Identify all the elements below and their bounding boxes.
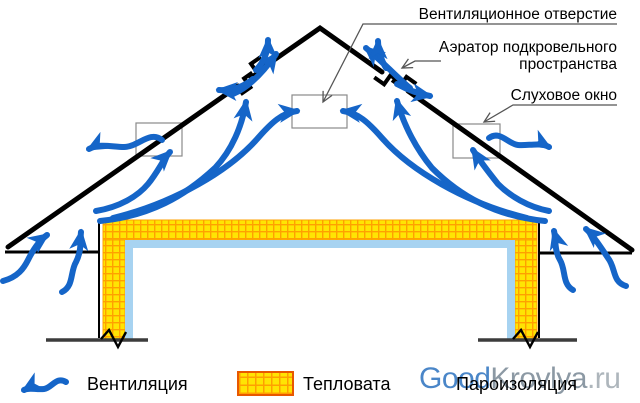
roof-outline [5, 24, 635, 253]
vent-arrow-attic-right-slope [470, 147, 552, 214]
vent-arrow-attic-left-slope [93, 149, 173, 214]
label-aerator-line2: пространства [519, 56, 617, 73]
legend-insulation-swatch [237, 371, 294, 396]
vent-arrow-aerator-right-ridge [368, 37, 389, 71]
label-vent-opening: Вентиляционное отверстие [418, 6, 617, 23]
vent-arrow-soffit-right-2 [583, 226, 629, 289]
insulation-layer [102, 219, 538, 340]
callout-leader-lines [322, 23, 617, 123]
vent-arrow-aerator-left-out [215, 76, 256, 102]
watermark-part-suffix: .ru [586, 362, 621, 395]
vent-arrow-aerator-right-out [394, 81, 434, 103]
legend-vapor-barrier-label: Пароизоляция [456, 374, 578, 394]
vapor-barrier-layer [125, 240, 515, 339]
vent-arrow-dormer-left-out [85, 131, 165, 152]
vent-arrow-dormer-right-out [486, 129, 552, 150]
label-dormer-window: Слуховое окно [510, 87, 617, 104]
vent-arrow-soffit-right-1 [549, 227, 576, 293]
vent-arrow-arch-left [110, 103, 301, 221]
ventilation-arrows [0, 36, 629, 393]
legend-ventilation-label: Вентиляция [87, 374, 188, 394]
vent-arrow-aerator-left-ridge [253, 36, 278, 73]
watermark: GoodKrovlya.ru [419, 362, 621, 396]
watermark-part-gray: Krovlya [490, 362, 587, 395]
legend-arrow-icon [21, 372, 69, 393]
vent-arrow-soffit-left-2 [59, 228, 89, 295]
vent-arrow-soffit-left-1 [0, 232, 50, 284]
legend-insulation-label: Тепловата [303, 374, 391, 394]
label-aerator-line1: Аэратор подкровельного [438, 39, 617, 56]
watermark-part-blue: Good [419, 362, 491, 395]
wall-break-marks [100, 327, 540, 350]
vent-arrow-arch-right [339, 103, 530, 221]
wall-lines [98, 220, 540, 338]
vent-opening-box [291, 94, 348, 129]
